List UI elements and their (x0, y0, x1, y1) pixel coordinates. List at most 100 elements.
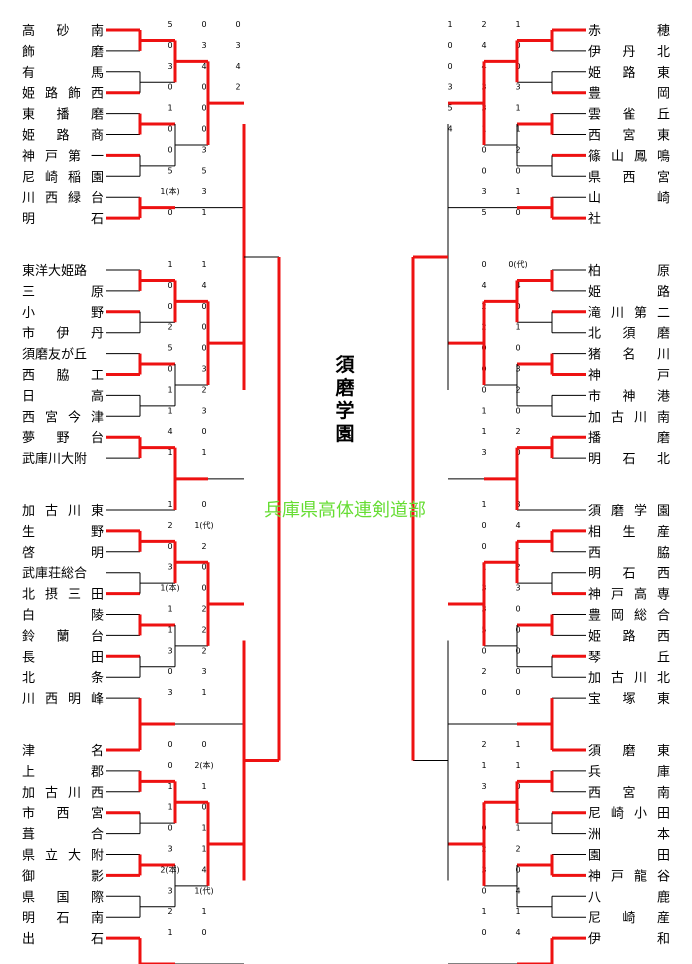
right-team-39: 伊和 (588, 932, 670, 947)
right-score-13: 1 (515, 323, 520, 332)
left-score-22: 0 (167, 542, 172, 551)
right-team-21: 相生産 (588, 524, 670, 540)
right-score-60: 3 (481, 448, 486, 457)
right-team-11: 姫路 (588, 284, 670, 300)
right-score-59: 1 (481, 427, 486, 436)
right-score-57: 0 (481, 385, 486, 394)
left-score-67: 2 (201, 625, 206, 634)
left-team-8: 川西緑台 (22, 191, 104, 206)
left-team-15: 西脇工 (22, 369, 104, 384)
left-score-18: 4 (167, 427, 172, 436)
left-team-4: 東播磨 (22, 107, 104, 123)
left-score-12: 0 (167, 302, 172, 311)
left-team-6: 神戸第一 (22, 149, 104, 164)
right-team-23: 明石西 (588, 567, 670, 582)
right-team-4: 雲雀丘 (588, 108, 670, 123)
left-score-9: 0 (167, 208, 172, 217)
left-score-73: 1 (201, 782, 206, 791)
right-score-70: 0 (481, 688, 486, 697)
left-score-25: 1 (167, 605, 172, 614)
right-team-26: 姫路西 (588, 628, 670, 644)
left-score-65: 0 (201, 584, 206, 593)
right-score-31: 1 (515, 761, 520, 770)
right-score-50: 5 (481, 208, 486, 217)
left-score-78: 1(代) (194, 885, 213, 895)
left-team-2: 有馬 (22, 66, 104, 81)
right-score-28: 0 (515, 667, 520, 676)
left-score-56: 3 (201, 365, 206, 374)
left-score-41: 0 (201, 20, 206, 29)
right-team-35: 園田 (588, 849, 670, 864)
left-team-19: 武庫川大附 (22, 452, 87, 467)
left-team-21: 生野 (22, 525, 104, 540)
left-score-58: 3 (201, 406, 206, 415)
left-score-85: 2 (235, 83, 240, 92)
right-team-24: 神戸高専 (588, 587, 670, 603)
right-team-3: 豊岡 (588, 87, 670, 102)
left-score-35: 3 (167, 845, 172, 854)
left-team-5: 姫路商 (22, 128, 104, 144)
right-score-34: 1 (515, 824, 520, 833)
left-score-0: 5 (167, 20, 172, 29)
left-team-1: 飾磨 (22, 45, 104, 60)
left-score-72: 2(本) (194, 760, 213, 770)
right-score-63: 0 (481, 542, 486, 551)
right-score-83: 0 (447, 41, 452, 50)
left-score-13: 2 (167, 323, 172, 332)
right-team-30: 須磨東 (588, 743, 670, 759)
right-team-17: 加古川南 (588, 409, 670, 425)
right-score-8: 1 (515, 187, 520, 196)
organizer-label: 兵庫県高体連剣道部 (264, 500, 426, 521)
left-score-76: 1 (201, 845, 206, 854)
left-score-80: 0 (201, 928, 206, 937)
left-score-46: 0 (201, 125, 206, 134)
right-score-87: 4 (447, 125, 452, 134)
right-score-49: 3 (481, 187, 486, 196)
left-team-36: 御影 (22, 869, 104, 884)
left-score-57: 2 (201, 385, 206, 394)
left-team-24: 北摂三田 (22, 587, 104, 603)
left-team-30: 津名 (22, 743, 104, 759)
right-team-12: 滝川第二 (588, 306, 670, 321)
left-team-32: 加古川西 (22, 786, 104, 801)
right-score-73: 3 (481, 782, 486, 791)
left-score-26: 1 (167, 625, 172, 634)
left-score-77: 4 (201, 865, 206, 874)
right-score-25: 0 (515, 605, 520, 614)
right-score-41: 2 (481, 20, 486, 29)
right-team-16: 市神港 (588, 388, 670, 404)
left-team-31: 上郡 (22, 765, 104, 780)
left-score-27: 3 (167, 646, 172, 655)
right-team-37: 八鹿 (588, 889, 670, 905)
left-team-37: 県国際 (22, 890, 104, 905)
left-score-49: 3 (201, 187, 206, 196)
right-team-6: 篠山鳳鳴 (588, 149, 670, 164)
right-team-14: 猪名川 (588, 347, 670, 363)
left-score-32: 1 (167, 782, 172, 791)
left-team-35: 県立大附 (22, 849, 104, 864)
right-score-15: 3 (515, 365, 520, 374)
left-score-53: 0 (201, 302, 206, 311)
left-score-37: 3 (167, 886, 172, 895)
right-team-10: 柏原 (588, 264, 670, 279)
left-score-28: 0 (167, 667, 172, 676)
left-team-28: 北条 (22, 670, 104, 686)
left-score-6: 0 (167, 145, 172, 154)
right-team-33: 尼崎小田 (588, 807, 670, 822)
left-team-12: 小野 (22, 306, 104, 321)
left-score-43: 4 (201, 62, 206, 71)
right-score-71: 2 (481, 740, 486, 749)
right-score-86: 5 (447, 104, 452, 113)
right-score-69: 2 (481, 667, 486, 676)
right-team-1: 伊丹北 (588, 45, 670, 60)
left-score-45: 0 (201, 104, 206, 113)
left-score-60: 1 (201, 448, 206, 457)
champion-name-3: 学 (335, 399, 354, 422)
left-team-7: 尼崎稲園 (22, 170, 104, 185)
right-score-38: 1 (515, 907, 520, 916)
left-score-83: 3 (235, 41, 240, 50)
champion-name-1: 須 (335, 354, 355, 376)
right-score-9: 0 (515, 208, 520, 217)
left-score-75: 1 (201, 824, 206, 833)
right-score-27: 0 (515, 646, 520, 655)
